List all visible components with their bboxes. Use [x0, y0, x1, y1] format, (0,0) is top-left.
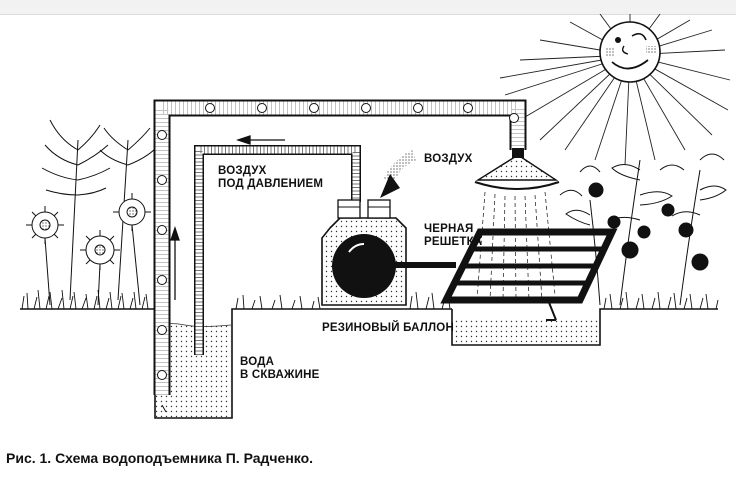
black-grate — [440, 228, 618, 321]
top-strip — [0, 0, 736, 15]
label-air-under-pressure-line2: ПОД ДАВЛЕНИЕМ — [218, 178, 324, 190]
label-water-in-well-line2: В СКВАЖИНЕ — [240, 369, 320, 381]
label-air: ВОЗДУХ — [424, 153, 473, 165]
pump — [321, 199, 456, 306]
label-water-in-well-line1: ВОДА — [240, 356, 275, 368]
tomatoes — [588, 182, 709, 271]
flow-arrows — [170, 135, 285, 300]
label-air-under-pressure-line1: ВОЗДУХ — [218, 165, 267, 177]
ground — [20, 308, 718, 419]
water-pipe — [153, 99, 527, 413]
label-air-under-pressure: ВОЗДУХ ПОД ДАВЛЕНИЕМ — [218, 165, 323, 191]
sun — [499, 14, 731, 166]
shower-head — [474, 148, 560, 301]
label-black-grate: ЧЕРНАЯ РЕШЕТКА — [424, 223, 482, 249]
illustration — [20, 14, 731, 419]
air-stream — [380, 150, 416, 198]
figure-caption: Рис. 1. Схема водоподъемника П. Радченко… — [6, 450, 314, 466]
label-black-grate-line2: РЕШЕТКА — [424, 236, 483, 248]
right-plants — [559, 153, 727, 306]
grass — [21, 289, 719, 310]
label-water-in-well: ВОДА В СКВАЖИНЕ — [240, 356, 320, 382]
left-flowers — [26, 119, 157, 306]
label-rubber-balloon: РЕЗИНОВЫЙ БАЛЛОН — [322, 322, 454, 334]
water-tank — [454, 318, 599, 344]
air-pipe — [194, 145, 361, 355]
label-black-grate-line1: ЧЕРНАЯ — [424, 223, 474, 235]
